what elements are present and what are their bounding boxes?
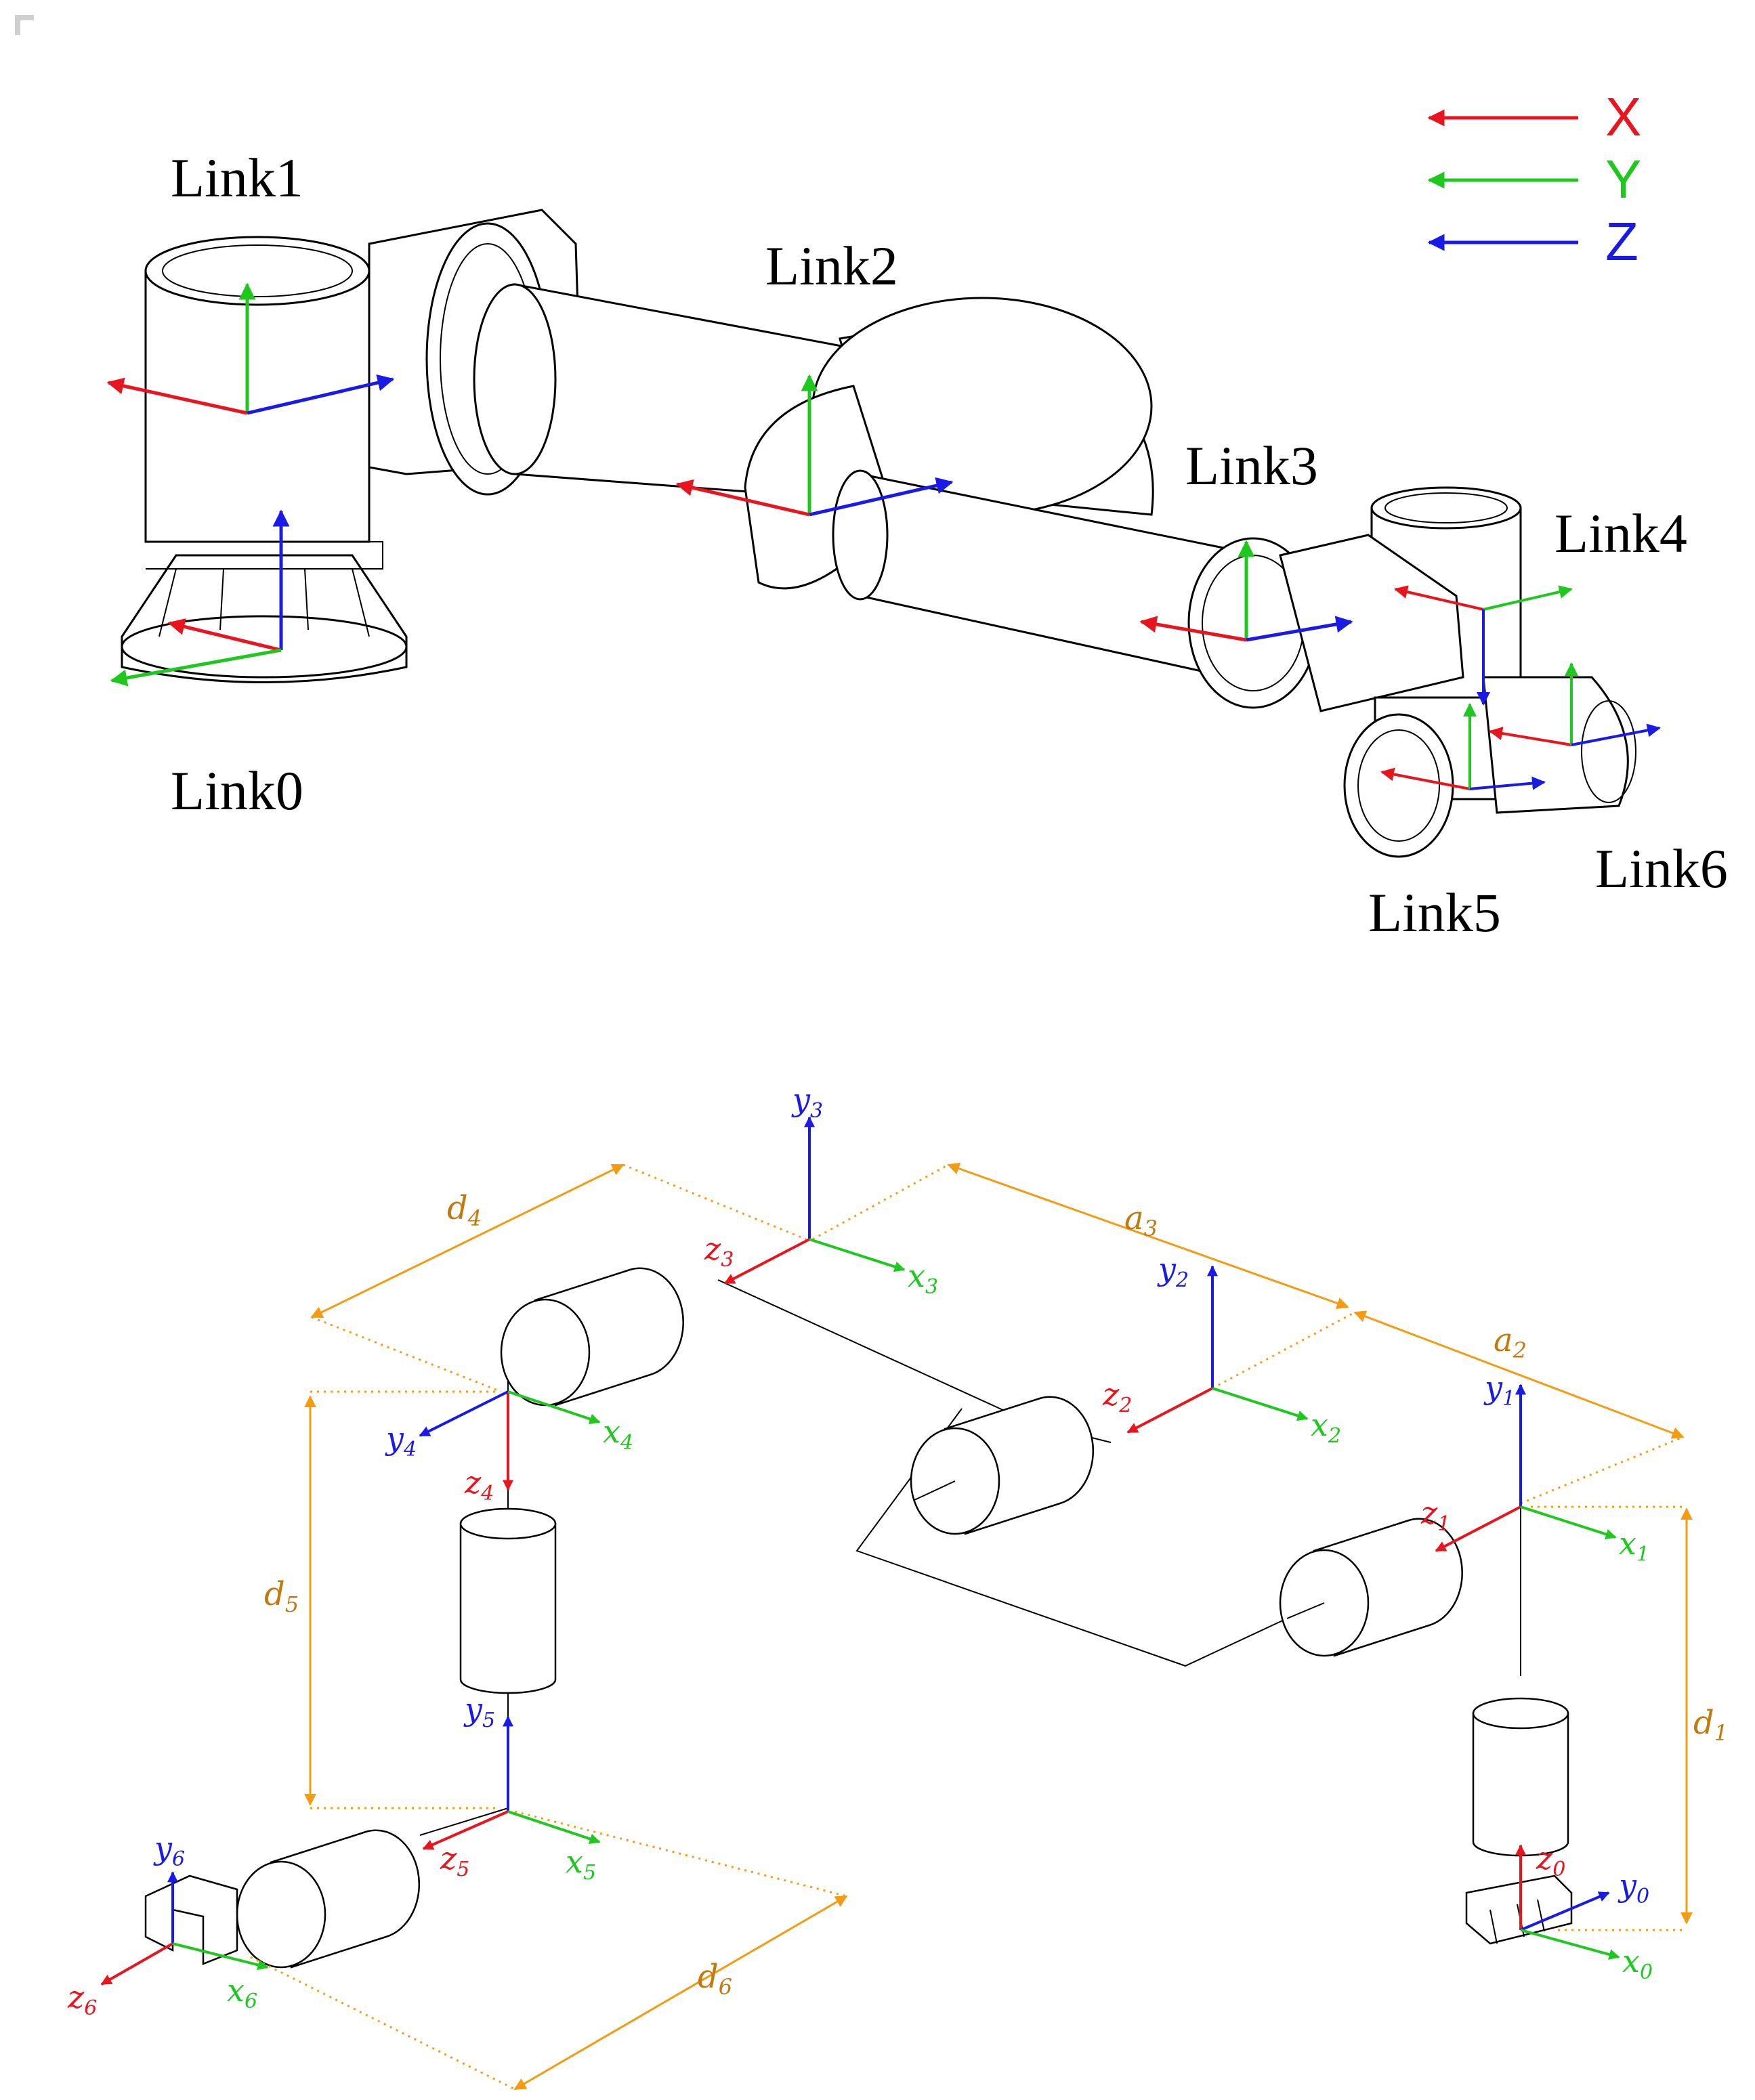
link5-label: Link5 (1368, 882, 1501, 943)
legend-x-label: X (1605, 87, 1641, 147)
top-cad-drawing: X Y Z (106, 87, 1728, 943)
link1-shoulder (144, 209, 584, 543)
link4-label: Link4 (1555, 502, 1687, 564)
bottom-kinematic-diagram: z0 y0 x0 y1 z1 x1 y2 z2 x2 y3 z3 x3 y4 x… (67, 1081, 1728, 2091)
frame4-x-label: x4 (603, 1413, 633, 1455)
frame0-z-label: z0 (1536, 1840, 1565, 1881)
joint-cylinders (144, 1267, 1573, 1969)
frame-labels: z0 y0 x0 y1 z1 x1 y2 z2 x2 y3 z3 x3 y4 x… (67, 1081, 1653, 2020)
link1-label: Link1 (171, 147, 303, 209)
legend-z-label: Z (1605, 211, 1638, 272)
dimension-labels: d1 a2 a3 d4 d5 d6 (264, 1189, 1728, 2000)
link2-upper-arm (473, 283, 1154, 590)
frame3-y-label: y3 (791, 1081, 823, 1123)
link0-label: Link0 (171, 760, 303, 821)
link0-base (121, 541, 408, 683)
dim-d6-label: d6 (698, 1958, 732, 2000)
frame6-z-label: z6 (67, 1979, 97, 2020)
frame5-z-label: z5 (440, 1840, 469, 1881)
frame1-y-label: y1 (1483, 1369, 1515, 1411)
dim-d1-label: d1 (1693, 1704, 1728, 1746)
cad-frames (106, 282, 1661, 790)
frame1-x-label: x1 (1619, 1525, 1649, 1566)
dim-a2-label: a2 (1494, 1321, 1527, 1363)
link5-link6-wrists (1343, 676, 1636, 858)
dim-d4-label: d4 (447, 1189, 482, 1231)
frame1-z-label: z1 (1420, 1495, 1450, 1536)
frame5-y-label: y5 (463, 1691, 495, 1732)
frame0-y-label: y0 (1617, 1867, 1649, 1908)
axis-legend: X Y Z (1427, 87, 1641, 272)
frame6-y-label: y6 (153, 1830, 185, 1871)
corner-mark (15, 15, 34, 35)
frame4-z-label: z4 (464, 1464, 494, 1505)
frame3-x-label: x3 (908, 1258, 938, 1299)
frame2-z-label: z2 (1102, 1376, 1132, 1417)
frame2-y-label: y2 (1157, 1251, 1189, 1292)
link6-label: Link6 (1595, 838, 1728, 899)
link3-forearm (832, 469, 1319, 709)
link3-label: Link3 (1185, 435, 1318, 496)
frame5-x-label: x5 (566, 1843, 596, 1885)
dimension-lines (250, 1162, 1693, 2091)
dim-d5-label: d5 (264, 1575, 299, 1617)
kinematic-frames (100, 1116, 1620, 1986)
link2-label: Link2 (765, 235, 898, 297)
legend-y-label: Y (1605, 149, 1641, 209)
dim-a3-label: a3 (1124, 1199, 1158, 1241)
link4-wrist (1279, 486, 1522, 712)
frame4-y-label: y4 (385, 1420, 417, 1461)
frame0-x-label: x0 (1622, 1943, 1653, 1984)
frame3-z-label: z3 (704, 1230, 734, 1272)
frame2-x-label: x2 (1311, 1407, 1341, 1448)
frame6-x-label: x6 (227, 1972, 257, 2013)
